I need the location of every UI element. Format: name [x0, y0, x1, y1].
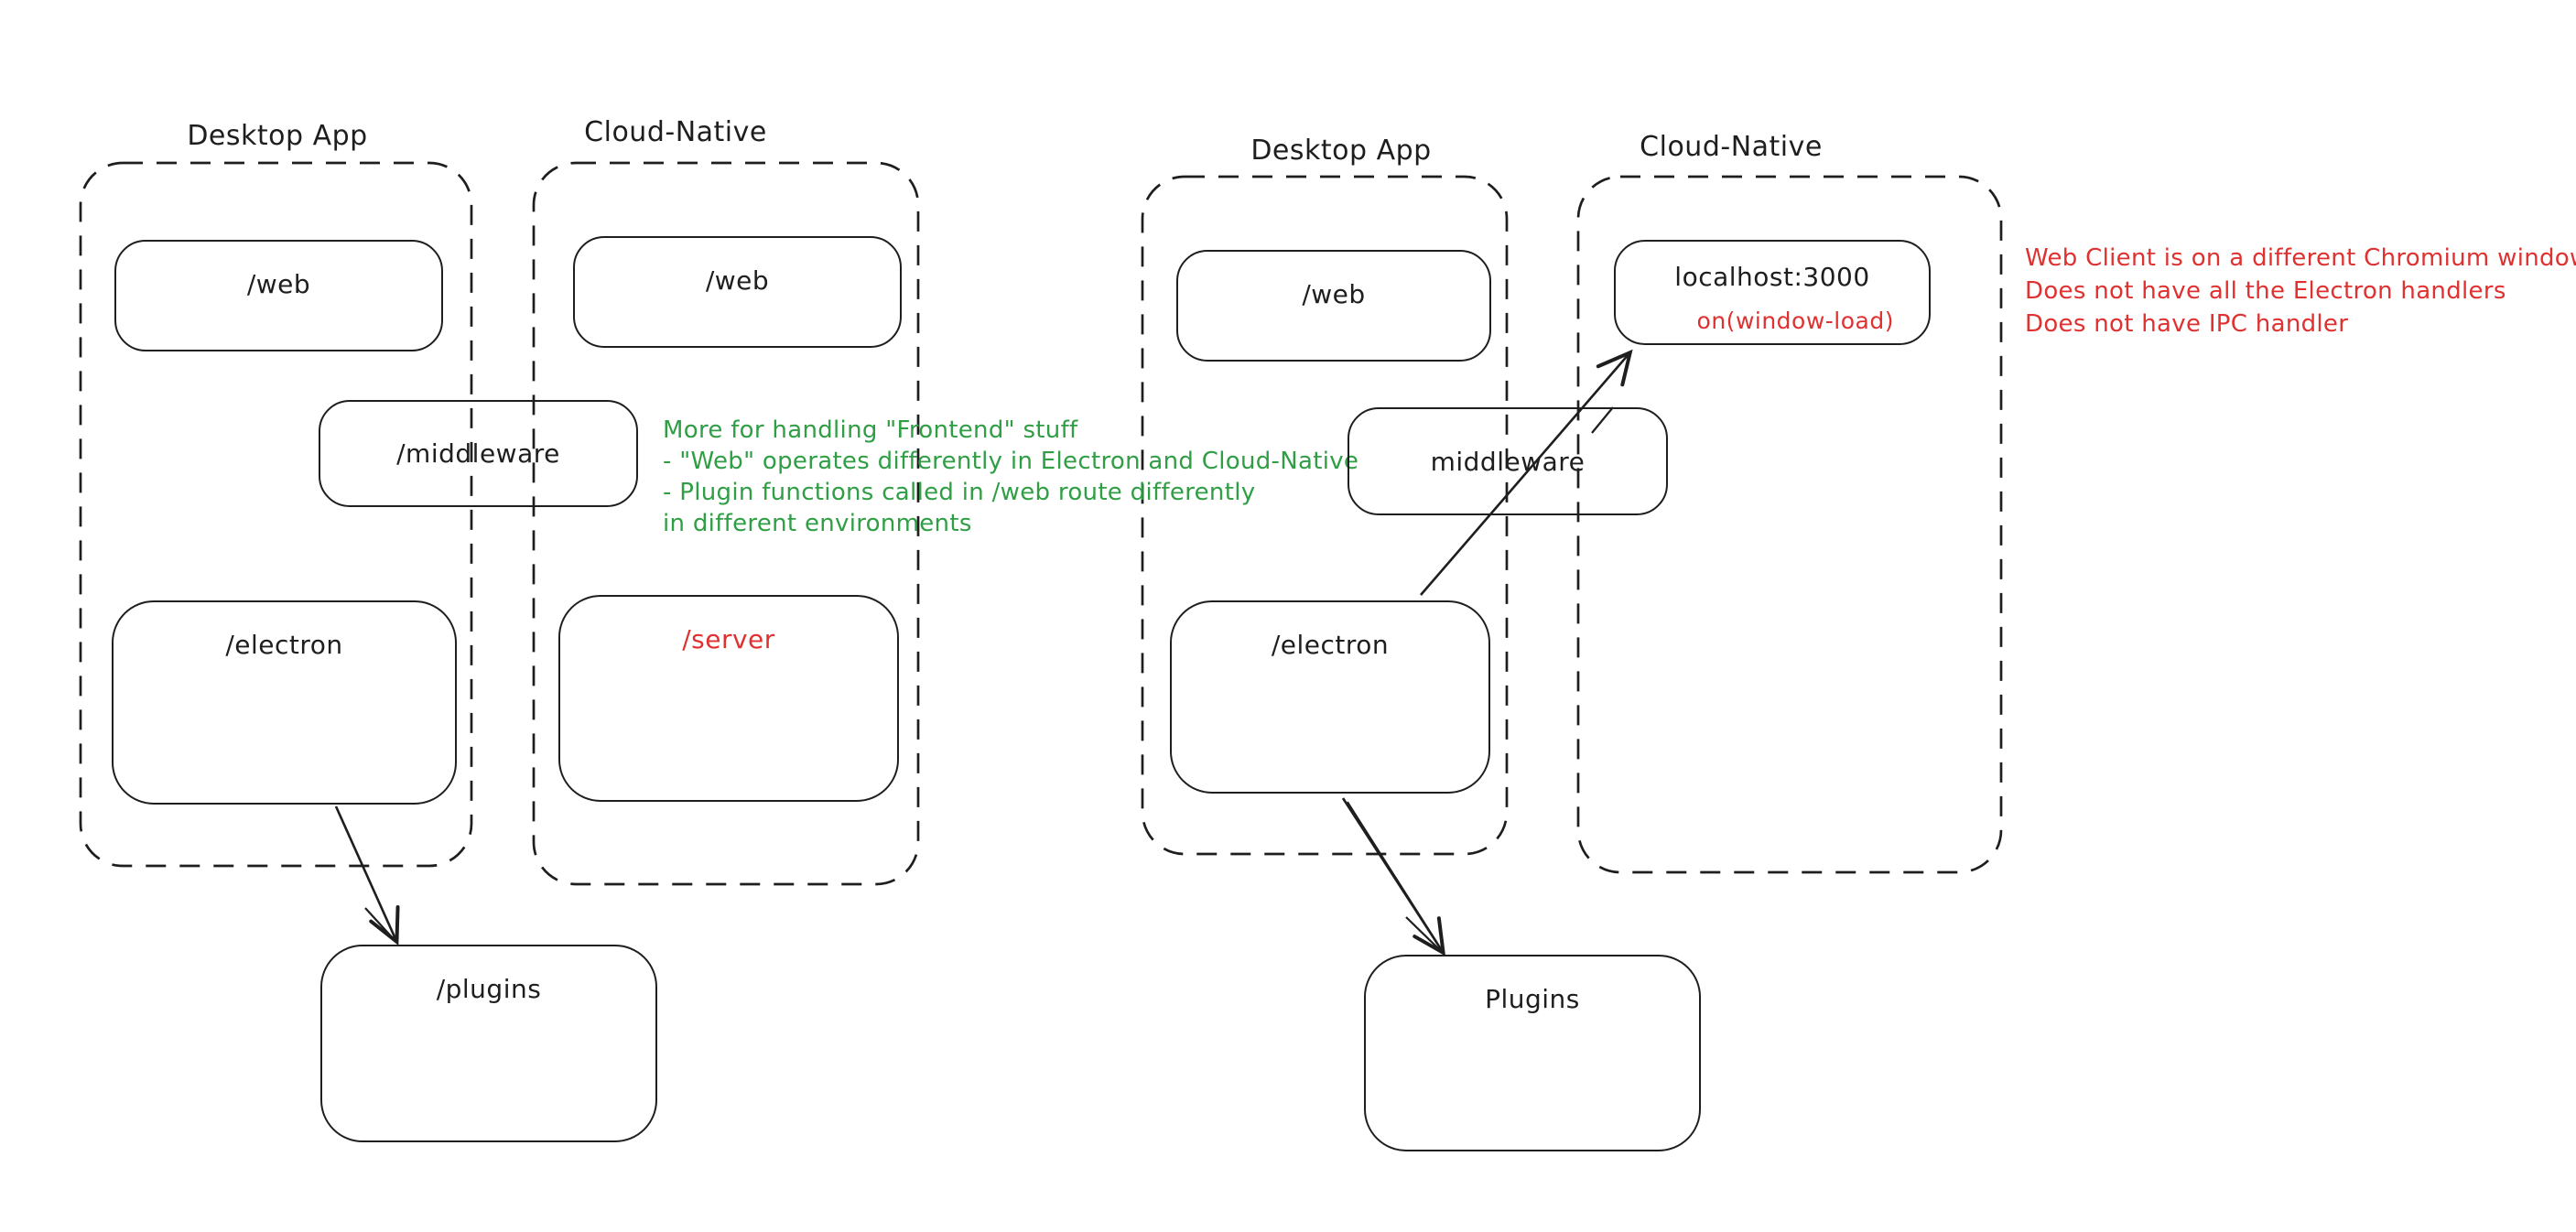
box-left-middleware-label: /middleware	[396, 438, 560, 469]
box-left-middleware: /middleware	[319, 400, 638, 507]
left-cloud-label: Cloud-Native	[584, 116, 767, 148]
box-right-web: /web	[1176, 250, 1491, 362]
box-right-localhost: localhost:3000 on(window-load)	[1614, 240, 1931, 345]
box-left-web-cloud-label: /web	[705, 265, 770, 296]
arrow-left-electron-to-plugins	[334, 805, 400, 946]
green-annotation-line: More for handling "Frontend" stuff	[663, 416, 1078, 444]
green-annotation-line: in different environments	[663, 510, 972, 537]
box-right-localhost-label: localhost:3000	[1674, 262, 1870, 292]
box-right-middleware: middleware	[1348, 407, 1668, 515]
right-desktop-label: Desktop App	[1250, 135, 1432, 167]
box-left-electron: /electron	[112, 600, 457, 805]
green-annotation-line: - "Web" operates differently in Electron…	[663, 448, 1359, 475]
red-annotation: Web Client is on a different Chromium wi…	[2025, 242, 2576, 340]
box-left-web-desktop-label: /web	[246, 269, 311, 299]
red-annotation-line: Does not have IPC handler	[2025, 310, 2349, 338]
arrow-right-electron-to-plugins-overdraw	[1347, 801, 1438, 944]
arrow-right-electron-to-plugins-flick	[1405, 916, 1441, 951]
box-right-web-label: /web	[1302, 279, 1366, 309]
box-right-middleware-label: middleware	[1430, 446, 1586, 477]
box-right-plugins-label: Plugins	[1485, 984, 1580, 1014]
box-left-server-label: /server	[682, 624, 775, 654]
right-cloud-label: Cloud-Native	[1640, 131, 1823, 163]
box-left-plugins-label: /plugins	[436, 974, 542, 1004]
box-left-electron-label: /electron	[225, 630, 343, 660]
box-right-plugins: Plugins	[1364, 955, 1701, 1151]
arrow-left-electron-to-plugins-overdraw	[364, 907, 395, 940]
box-right-electron: /electron	[1170, 600, 1490, 794]
box-left-web-cloud: /web	[573, 236, 902, 348]
box-right-electron-label: /electron	[1271, 630, 1390, 660]
left-desktop-label: Desktop App	[187, 120, 368, 152]
red-annotation-line: Web Client is on a different Chromium wi…	[2025, 244, 2576, 272]
box-left-server: /server	[558, 595, 899, 802]
box-right-window-load-label: on(window-load)	[1696, 308, 1894, 334]
arrow-right-electron-to-plugins	[1341, 797, 1446, 956]
box-left-plugins: /plugins	[320, 945, 657, 1142]
green-annotation: More for handling "Frontend" stuff - "We…	[663, 415, 1358, 539]
red-annotation-line: Does not have all the Electron handlers	[2025, 277, 2506, 305]
box-left-web-desktop: /web	[114, 240, 443, 351]
green-annotation-line: - Plugin functions called in /web route …	[663, 479, 1256, 506]
